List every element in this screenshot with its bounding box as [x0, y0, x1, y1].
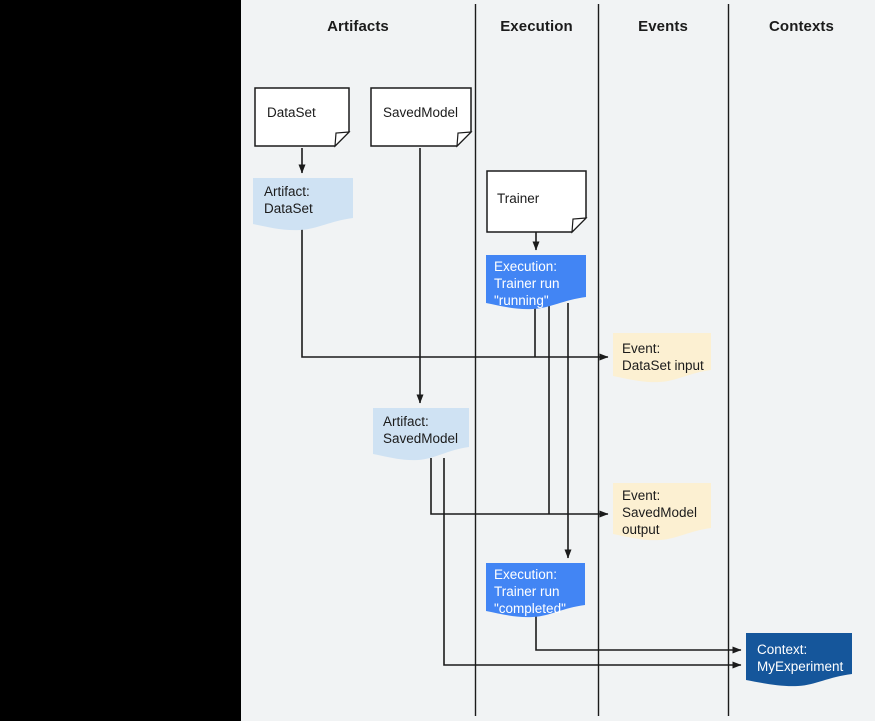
lane-header-artifacts: Artifacts — [327, 18, 389, 35]
lane-header-events: Events — [638, 18, 688, 35]
lane-header-execution: Execution — [500, 18, 573, 35]
diagram-canvas — [241, 0, 875, 721]
lane-header-contexts: Contexts — [769, 18, 834, 35]
